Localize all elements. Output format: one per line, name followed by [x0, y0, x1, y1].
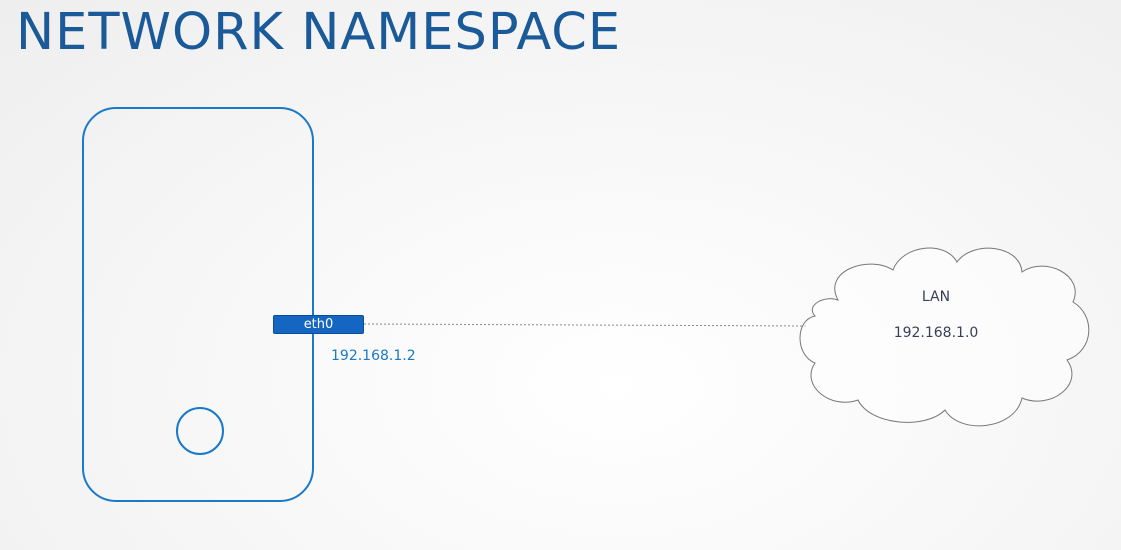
host-ip-label: 192.168.1.2: [331, 348, 416, 364]
lan-network-label: 192.168.1.0: [893, 325, 979, 341]
host-box-icon: [82, 107, 314, 502]
link-line: [363, 323, 807, 327]
circle-icon: [176, 407, 224, 455]
cloud-icon: [799, 247, 1090, 427]
slide-title: NETWORK NAMESPACE: [16, 3, 622, 62]
lan-label: LAN: [921, 289, 951, 305]
eth0-interface: eth0: [273, 315, 364, 334]
